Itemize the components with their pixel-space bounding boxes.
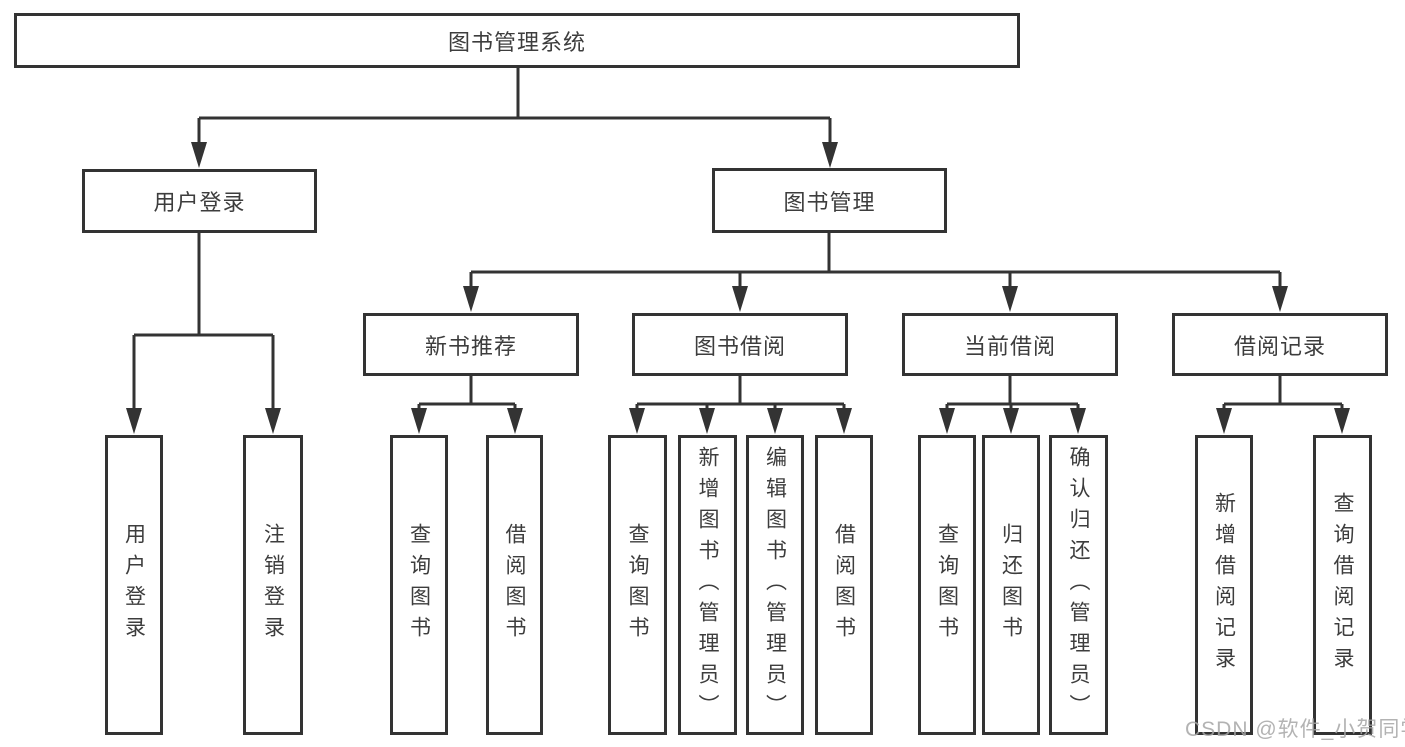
- node-book-management-label: 图书管理: [783, 189, 876, 215]
- node-book-borrowing: 图书借阅: [632, 313, 848, 376]
- node-user-login-label: 用户登录: [153, 190, 246, 215]
- leaf-query-books-1-label: 查询图书: [407, 523, 431, 647]
- arrowhead-icon: [767, 408, 783, 434]
- leaf-logout: 注销登录: [243, 435, 303, 735]
- node-current-borrowing-label: 当前借阅: [963, 333, 1056, 359]
- node-new-book-recommend: 新书推荐: [363, 313, 579, 376]
- node-root: 图书管理系统: [14, 13, 1020, 68]
- leaf-confirm-return-admin-label: 确认归还（管理员）: [1067, 445, 1090, 725]
- node-book-management: 图书管理: [712, 168, 947, 233]
- leaf-add-borrow-record: 新增借阅记录: [1195, 435, 1253, 735]
- arrowhead-icon: [1334, 408, 1350, 434]
- leaf-confirm-return-admin: 确认归还（管理员）: [1049, 435, 1108, 735]
- leaf-edit-book-admin: 编辑图书（管理员）: [746, 435, 804, 735]
- arrowhead-icon: [699, 408, 715, 434]
- connector-borrowrecords-to-leaves: [1222, 376, 1344, 415]
- leaf-return-books: 归还图书: [982, 435, 1040, 735]
- arrowhead-icon: [191, 142, 207, 168]
- leaf-query-borrow-record: 查询借阅记录: [1313, 435, 1372, 735]
- leaf-user-login-label: 用户登录: [122, 523, 146, 647]
- arrowhead-icons: [126, 142, 1350, 434]
- leaf-borrow-books-2-label: 借阅图书: [832, 523, 856, 647]
- node-book-borrowing-label: 图书借阅: [693, 333, 786, 359]
- leaf-add-book-admin: 新增图书（管理员）: [678, 435, 737, 735]
- arrowhead-icon: [1003, 408, 1019, 434]
- arrowhead-icon: [939, 408, 955, 434]
- leaf-logout-label: 注销登录: [261, 523, 285, 647]
- arrowhead-icon: [507, 408, 523, 434]
- connector-root-to-level2: [197, 68, 832, 150]
- arrowhead-icon: [1272, 286, 1288, 312]
- leaf-query-books-2: 查询图书: [608, 435, 667, 735]
- watermark-text: CSDN @软件_小贺同学: [1185, 718, 1405, 741]
- node-borrowing-records: 借阅记录: [1172, 313, 1388, 376]
- node-borrowing-records-label: 借阅记录: [1233, 333, 1326, 359]
- leaf-query-books-2-label: 查询图书: [626, 523, 649, 647]
- arrowhead-icon: [1216, 408, 1232, 434]
- arrowhead-icon: [411, 408, 427, 434]
- node-root-label: 图书管理系统: [447, 29, 586, 55]
- node-new-book-recommend-label: 新书推荐: [424, 333, 517, 359]
- leaf-user-login: 用户登录: [105, 435, 163, 735]
- arrowhead-icon: [463, 286, 479, 312]
- leaf-query-books-1: 查询图书: [390, 435, 448, 735]
- arrowhead-icon: [822, 142, 838, 168]
- arrowhead-icon: [1002, 286, 1018, 312]
- connector-bookborrow-to-leaves: [635, 376, 846, 415]
- connector-bookmgmt-to-level3: [469, 233, 1282, 293]
- node-current-borrowing: 当前借阅: [902, 313, 1118, 376]
- arrowhead-icon: [836, 408, 852, 434]
- leaf-borrow-books-1: 借阅图书: [486, 435, 543, 735]
- leaf-query-borrow-record-label: 查询借阅记录: [1331, 492, 1354, 678]
- leaf-borrow-books-2: 借阅图书: [815, 435, 873, 735]
- leaf-edit-book-admin-label: 编辑图书（管理员）: [763, 445, 787, 725]
- connector-newbookrec-to-leaves: [417, 376, 517, 415]
- arrowhead-icon: [732, 286, 748, 312]
- leaf-query-books-3-label: 查询图书: [935, 523, 959, 647]
- arrowhead-icon: [629, 408, 645, 434]
- leaf-add-book-admin-label: 新增图书（管理员）: [696, 445, 719, 725]
- leaf-return-books-label: 归还图书: [999, 523, 1023, 647]
- connector-userlogin-to-leaves: [132, 233, 275, 415]
- node-user-login: 用户登录: [82, 169, 317, 233]
- arrowhead-icon: [1070, 408, 1086, 434]
- leaf-borrow-books-1-label: 借阅图书: [503, 523, 526, 647]
- arrowhead-icon: [265, 408, 281, 434]
- leaf-query-books-3: 查询图书: [918, 435, 976, 735]
- arrowhead-icon: [126, 408, 142, 434]
- leaf-add-borrow-record-label: 新增借阅记录: [1212, 492, 1236, 678]
